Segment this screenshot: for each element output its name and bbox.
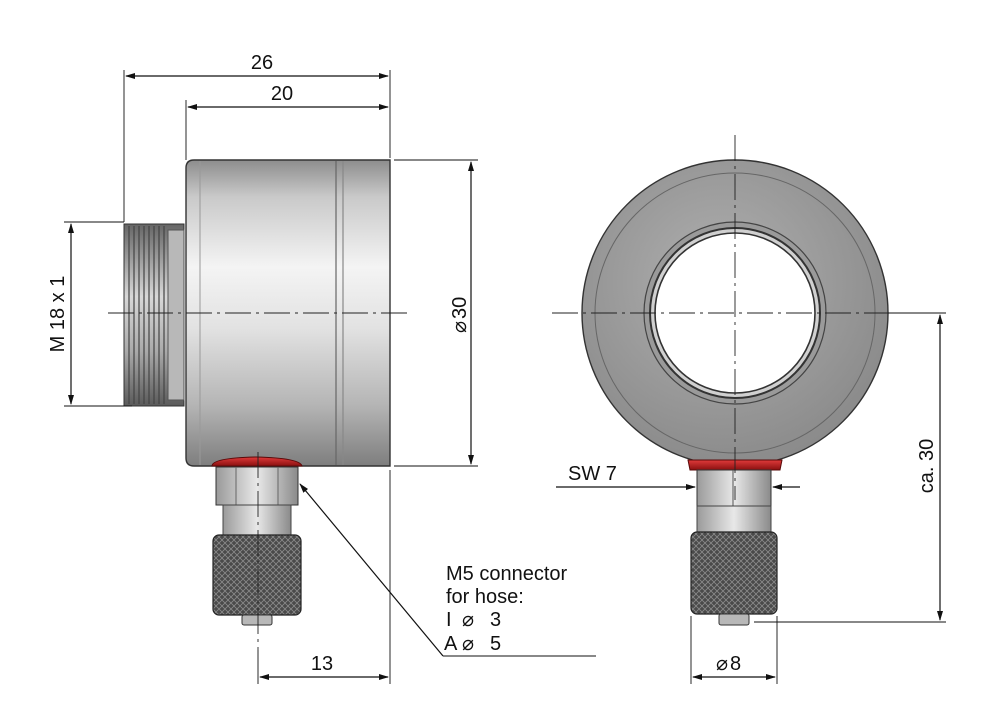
- callout-line2: for hose:: [446, 586, 524, 608]
- label-wrench-size: SW 7: [568, 463, 617, 485]
- dim-body-length: 20: [185, 83, 389, 160]
- hose-tip: [241, 614, 273, 626]
- label-body-diameter: 30: [449, 297, 471, 319]
- label-connector-offset: 13: [311, 653, 333, 675]
- front-knurled-sleeve: [690, 531, 778, 615]
- callout-inner-label: I: [446, 609, 452, 631]
- dim-connector-diameter: ⌀ 8: [690, 616, 778, 684]
- front-neck: [696, 505, 772, 533]
- side-view: 26 20 M 18 x 1 ⌀ 30: [47, 52, 596, 684]
- front-hose-tip: [718, 613, 750, 626]
- callout-outer-value: 5: [490, 633, 501, 655]
- label-diameter-symbol: ⌀: [449, 321, 471, 333]
- callout-outer-symbol: ⌀: [462, 633, 474, 655]
- dim-wrench-size: SW 7: [556, 463, 800, 490]
- label-height: ca. 30: [916, 439, 938, 493]
- dim-connector-offset: 13: [257, 470, 391, 684]
- dim-thread: M 18 x 1: [47, 221, 132, 407]
- callout-text: M5 connector for hose: I ⌀ 3 A ⌀ 5: [444, 563, 568, 655]
- hex-nut: [215, 466, 299, 506]
- thread-section: [123, 223, 185, 407]
- label-connector-diameter: 8: [730, 653, 741, 675]
- callout-leader: [299, 483, 596, 657]
- dim-height: ca. 30: [754, 312, 946, 623]
- label-connector-diameter-symbol: ⌀: [716, 653, 728, 675]
- label-body-length: 20: [271, 83, 293, 105]
- front-hex-nut: [696, 469, 772, 507]
- callout-inner-value: 3: [490, 609, 501, 631]
- label-thread: M 18 x 1: [47, 276, 69, 353]
- callout-line1: M5 connector: [446, 563, 568, 585]
- knurled-sleeve: [212, 534, 302, 616]
- red-seal: [211, 456, 303, 467]
- front-view: SW 7 ca. 30 ⌀ 8: [552, 135, 946, 684]
- connector-neck: [222, 504, 292, 536]
- callout-outer-label: A: [444, 633, 458, 655]
- dim-body-diameter: ⌀ 30: [394, 159, 478, 467]
- label-overall-length: 26: [251, 52, 273, 74]
- callout-inner-symbol: ⌀: [462, 609, 474, 631]
- dim-overall-length: 26: [123, 52, 391, 222]
